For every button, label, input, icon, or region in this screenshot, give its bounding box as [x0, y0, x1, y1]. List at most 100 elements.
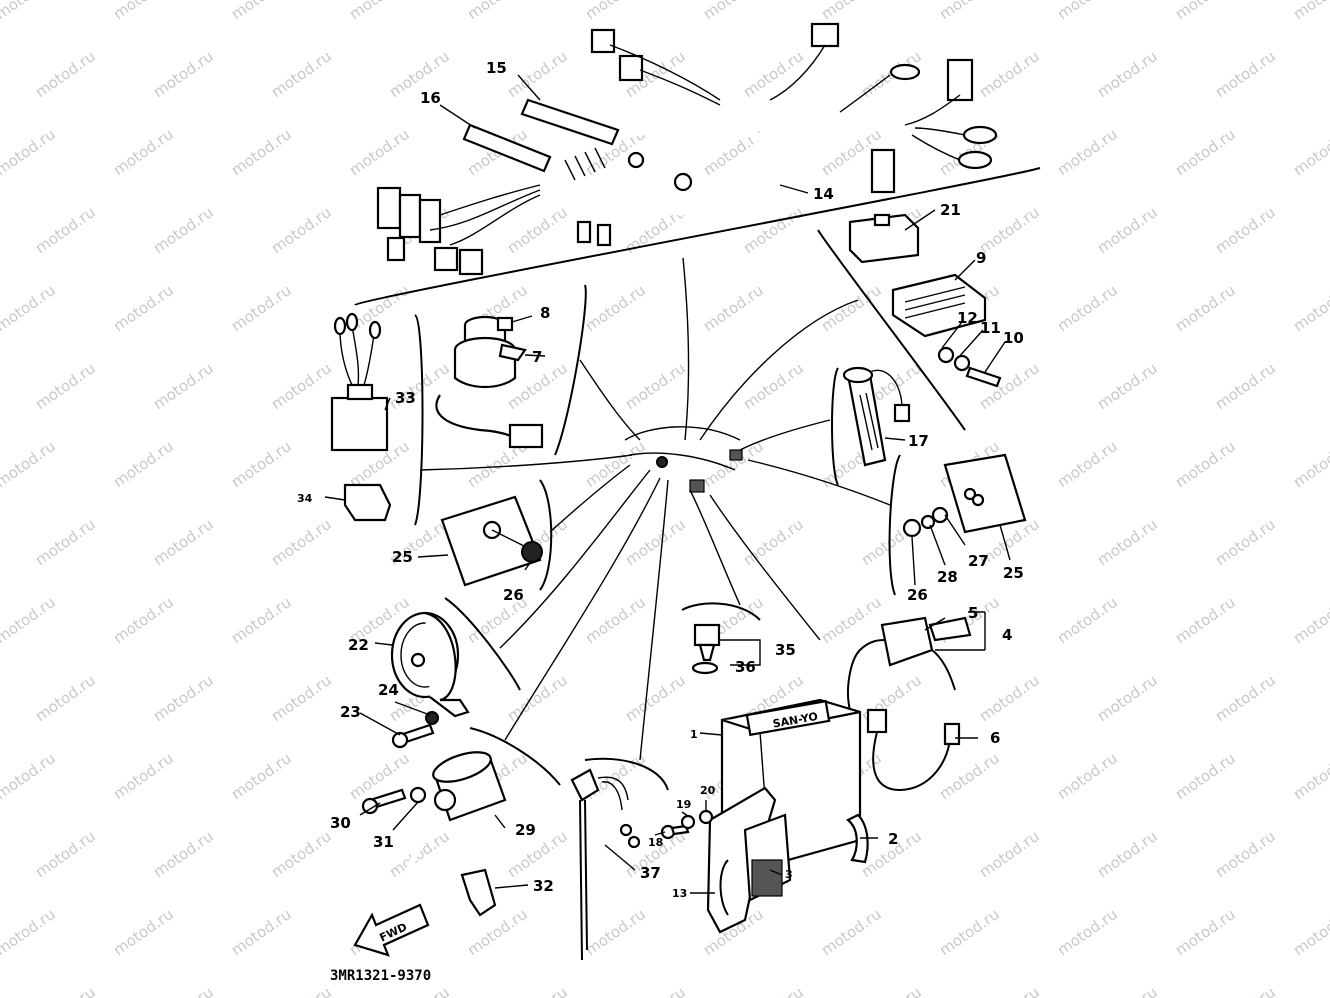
watermark-text: motod.ru: [32, 359, 99, 413]
watermark-text: motod.ru: [150, 983, 217, 998]
watermark-text: motod.ru: [740, 515, 807, 569]
callout-37: 37: [640, 864, 661, 882]
callout-28: 28: [937, 568, 958, 586]
callout-19: 19: [676, 798, 691, 811]
watermark-text: motod.ru: [1094, 515, 1161, 569]
watermark-text: motod.ru: [32, 515, 99, 569]
watermark-text: motod.ru: [464, 0, 531, 23]
callout-9: 9: [976, 249, 986, 267]
callout-16: 16: [420, 89, 441, 107]
watermark-text: motod.ru: [1290, 905, 1330, 959]
callout-22: 22: [348, 636, 369, 654]
callout-labels: 15 16 14 21 9 12 11 10 8 7 33 34 17 25 2…: [297, 59, 1024, 900]
callout-20: 20: [700, 784, 716, 797]
frame-hub: [419, 257, 891, 761]
watermark-text: motod.ru: [110, 0, 177, 23]
watermark-text: motod.ru: [1172, 437, 1239, 491]
watermark-text: motod.ru: [110, 437, 177, 491]
watermark-text: motod.ru: [936, 0, 1003, 23]
callout-18: 18: [648, 836, 663, 849]
sensor-probe: [570, 757, 669, 961]
callout-23: 23: [340, 703, 361, 721]
watermark-text: motod.ru: [622, 671, 689, 725]
watermark-text: motod.ru: [228, 593, 295, 647]
watermark-text: motod.ru: [1290, 281, 1330, 335]
watermark-text: motod.ru: [1054, 749, 1121, 803]
watermark-text: motod.ru: [228, 281, 295, 335]
watermark-text: motod.ru: [150, 203, 217, 257]
watermark-text: motod.ru: [0, 437, 59, 491]
callout-2: 2: [888, 830, 898, 848]
watermark-text: motod.ru: [464, 905, 531, 959]
watermark-text: motod.ru: [504, 47, 571, 101]
watermark-text: motod.ru: [150, 47, 217, 101]
watermark-text: motod.ru: [504, 827, 571, 881]
watermark-text: motod.ru: [582, 905, 649, 959]
neutral-switch: [681, 602, 761, 675]
watermark-text: motod.ru: [1290, 749, 1330, 803]
watermark-text: motod.ru: [0, 0, 59, 23]
callout-6: 6: [990, 729, 1000, 747]
callout-35: 35: [775, 641, 796, 659]
watermark-text: motod.ru: [1172, 0, 1239, 23]
watermark-text: motod.ru: [346, 0, 413, 23]
callout-33: 33: [395, 389, 416, 407]
watermark-text: motod.ru: [1094, 983, 1161, 998]
callout-15: 15: [486, 59, 507, 77]
callout-32: 32: [533, 877, 554, 895]
watermark-text: motod.ru: [1094, 671, 1161, 725]
watermark-text: motod.ru: [1212, 983, 1279, 998]
watermark-text: motod.ru: [268, 203, 335, 257]
callout-36: 36: [735, 658, 756, 676]
watermark-text: motod.ru: [976, 983, 1043, 998]
callout-11: 11: [980, 319, 1001, 337]
watermark-text: motod.ru: [700, 437, 767, 491]
watermark-text: motod.ru: [700, 281, 767, 335]
callout-8: 8: [540, 304, 550, 322]
watermark-text: motod.ru: [1054, 281, 1121, 335]
watermark-text: motod.ru: [818, 905, 885, 959]
watermark-text: motod.ru: [504, 203, 571, 257]
relay-unit: [330, 312, 392, 522]
reflector-plate-left: [440, 479, 553, 591]
horn: [390, 597, 521, 749]
watermark-text: motod.ru: [622, 359, 689, 413]
watermark-text: motod.ru: [110, 593, 177, 647]
watermark-text: motod.ru: [228, 125, 295, 179]
callout-leaders: [324, 74, 1011, 894]
watermark-text: motod.ru: [32, 827, 99, 881]
watermark-text: motod.ru: [1172, 593, 1239, 647]
watermark-text: motod.ru: [504, 983, 571, 998]
watermark-text: motod.ru: [976, 47, 1043, 101]
watermark-text: motod.ru: [1212, 47, 1279, 101]
watermark-text: motod.ru: [1172, 749, 1239, 803]
watermark-text: motod.ru: [32, 671, 99, 725]
watermark-text: motod.ru: [1054, 593, 1121, 647]
watermark-text: motod.ru: [150, 359, 217, 413]
watermark-text: motod.ru: [1212, 515, 1279, 569]
watermark-text: motod.ru: [0, 593, 59, 647]
callout-14: 14: [813, 185, 834, 203]
watermark-text: motod.ru: [110, 125, 177, 179]
watermark-text: motod.ru: [110, 281, 177, 335]
diagram-code: 3MR1321-9370: [330, 968, 431, 984]
watermark-text: motod.ru: [1212, 203, 1279, 257]
watermark-text: motod.ru: [1094, 203, 1161, 257]
watermark-text: motod.ru: [150, 827, 217, 881]
watermark-text: motod.ru: [1212, 827, 1279, 881]
watermark-text: motod.ru: [582, 0, 649, 23]
battery-bracket: [660, 786, 792, 934]
callout-21: 21: [940, 201, 961, 219]
callout-24: 24: [378, 681, 399, 699]
watermark-text: motod.ru: [582, 437, 649, 491]
watermark-text: motod.ru: [150, 671, 217, 725]
watermark-text: motod.ru: [1094, 827, 1161, 881]
watermark-text: motod.ru: [1054, 905, 1121, 959]
watermark-text: motod.ru: [1290, 593, 1330, 647]
watermark-text: motod.ru: [32, 203, 99, 257]
watermark-text: motod.ru: [228, 0, 295, 23]
main-switch: [414, 284, 587, 526]
callout-4: 4: [1002, 626, 1012, 644]
watermark-text: motod.ru: [268, 47, 335, 101]
